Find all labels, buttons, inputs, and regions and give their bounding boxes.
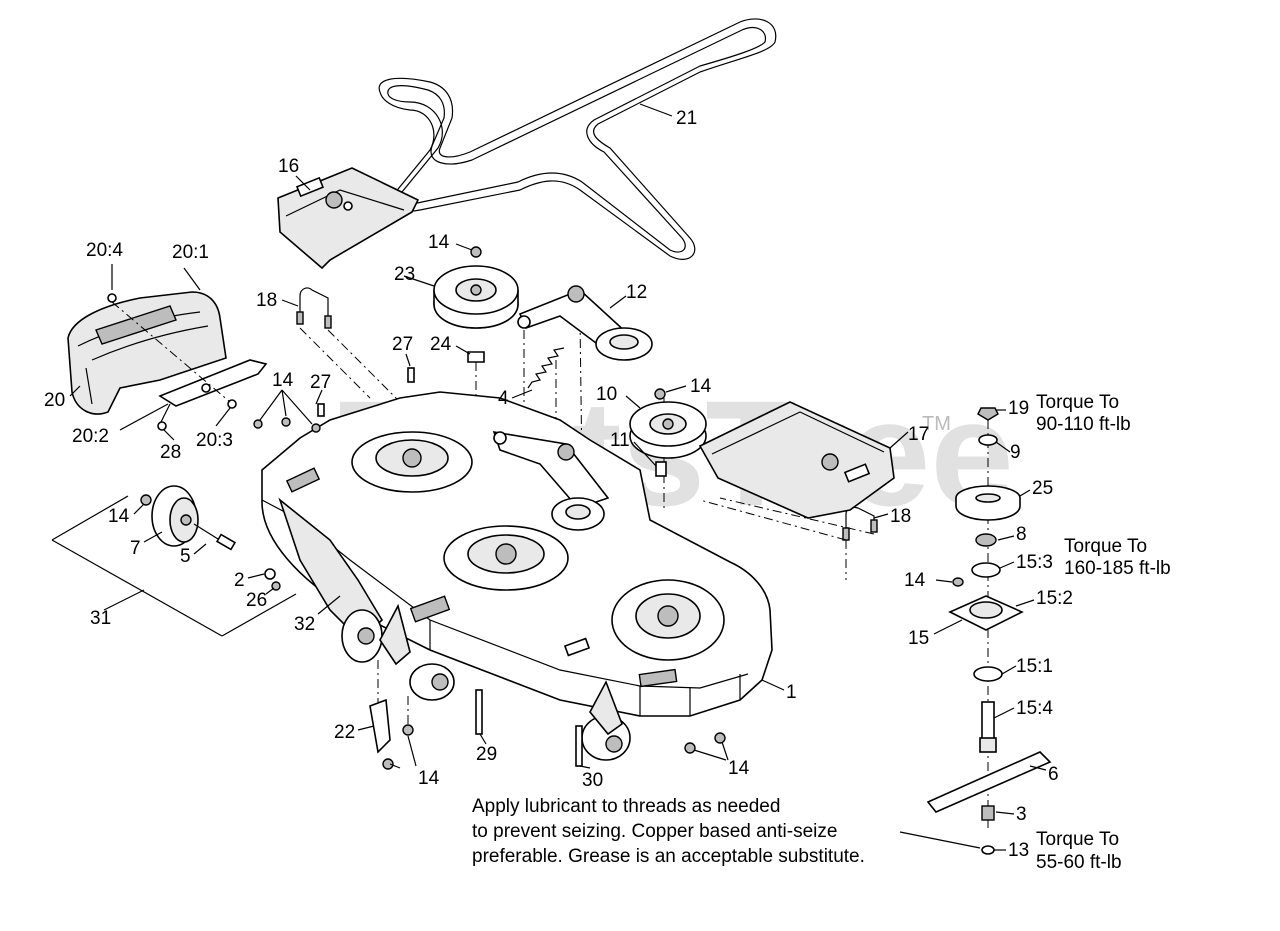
svg-text:160-185 ft-lb: 160-185 ft-lb (1064, 558, 1171, 579)
callout-28: 28 (160, 442, 181, 463)
torque-note-blade-bolt: Torque To 55-60 ft-lb (1036, 829, 1122, 873)
callout-15: 15 (908, 628, 929, 649)
callout-32: 32 (294, 614, 315, 635)
svg-text:Apply lubricant to threads as: Apply lubricant to threads as needed (472, 796, 780, 817)
callouts: 21 16 14 20:4 20:1 23 12 18 27 24 14 27 … (44, 108, 1073, 861)
svg-text:preferable. Grease is an accep: preferable. Grease is an acceptable subs… (472, 846, 865, 867)
callout-27: 27 (392, 334, 413, 355)
deck-wheels (341, 603, 631, 761)
callout-15-2: 15:2 (1036, 588, 1073, 609)
pulley-23 (433, 265, 519, 329)
callout-1: 1 (786, 682, 797, 703)
callout-18: 18 (256, 290, 277, 311)
svg-text:Torque To: Torque To (1064, 536, 1147, 557)
callout-18: 18 (890, 506, 911, 527)
pulley-10 (629, 401, 707, 459)
callout-16: 16 (278, 156, 299, 177)
callout-27: 27 (310, 372, 331, 393)
callout-12: 12 (626, 282, 647, 303)
callout-23: 23 (394, 264, 415, 285)
callout-30: 30 (582, 770, 603, 791)
svg-text:to prevent seizing. Copper bas: to prevent seizing. Copper based anti-se… (472, 821, 837, 842)
callout-5: 5 (180, 546, 191, 567)
callout-10: 10 (596, 384, 617, 405)
callout-25: 25 (1032, 478, 1053, 499)
tension-spring (527, 347, 565, 389)
callout-15-3: 15:3 (1016, 552, 1053, 573)
callout-14: 14 (904, 570, 926, 591)
callout-20-2: 20:2 (72, 426, 109, 447)
deck-cover (67, 291, 227, 415)
callout-26: 26 (246, 590, 267, 611)
watermark-trademark: TM (922, 413, 951, 435)
callout-20-3: 20:3 (196, 430, 233, 451)
drive-belt (378, 18, 777, 260)
callout-17: 17 (908, 424, 929, 445)
callout-31: 31 (90, 608, 111, 629)
callout-7: 7 (130, 538, 141, 559)
callout-14: 14 (108, 506, 130, 527)
hardware (253, 246, 726, 770)
svg-text:55-60 ft-lb: 55-60 ft-lb (1036, 852, 1122, 873)
callout-21: 21 (676, 108, 697, 129)
callout-8: 8 (1016, 524, 1027, 545)
anti-scalp-wheel (51, 485, 297, 637)
torque-note-spindle-nut: Torque To 90-110 ft-lb (1036, 392, 1131, 435)
callout-9: 9 (1010, 442, 1021, 463)
belt-cover-left (277, 167, 420, 270)
callout-3: 3 (1016, 804, 1027, 825)
torque-note-spindle-bearing: Torque To 160-185 ft-lb (1064, 536, 1171, 579)
idler-arm-lower (492, 430, 610, 531)
callout-14: 14 (272, 370, 294, 391)
belt-cover-right (698, 401, 895, 519)
callout-14: 14 (690, 376, 712, 397)
callout-20-4: 20:4 (86, 240, 123, 261)
mower-deck: 60 (261, 391, 773, 717)
callout-19: 19 (1008, 398, 1029, 419)
svg-text:90-110 ft-lb: 90-110 ft-lb (1036, 414, 1131, 435)
callout-22: 22 (334, 722, 355, 743)
callout-14: 14 (418, 768, 440, 789)
callout-14: 14 (728, 758, 750, 779)
callout-13: 13 (1008, 840, 1029, 861)
callout-15-1: 15:1 (1016, 656, 1053, 677)
cover-bracket (107, 293, 268, 431)
callout-15-4: 15:4 (1016, 698, 1053, 719)
lubricant-note: Apply lubricant to threads as needed to … (472, 796, 865, 867)
callout-24: 24 (430, 334, 452, 355)
callout-20-1: 20:1 (172, 242, 209, 263)
callout-4: 4 (498, 388, 509, 409)
spindle-assembly (926, 407, 1052, 855)
svg-text:Torque To: Torque To (1036, 829, 1119, 850)
callout-6: 6 (1048, 764, 1059, 785)
rod-bracket-left (296, 287, 332, 329)
callout-14: 14 (428, 232, 450, 253)
callout-20: 20 (44, 390, 65, 411)
idler-arm-upper (517, 285, 653, 361)
svg-text:Torque To: Torque To (1036, 392, 1119, 413)
callout-11: 11 (610, 430, 630, 451)
leader-lines (69, 103, 1047, 851)
callout-2: 2 (234, 570, 245, 591)
callout-29: 29 (476, 744, 497, 765)
